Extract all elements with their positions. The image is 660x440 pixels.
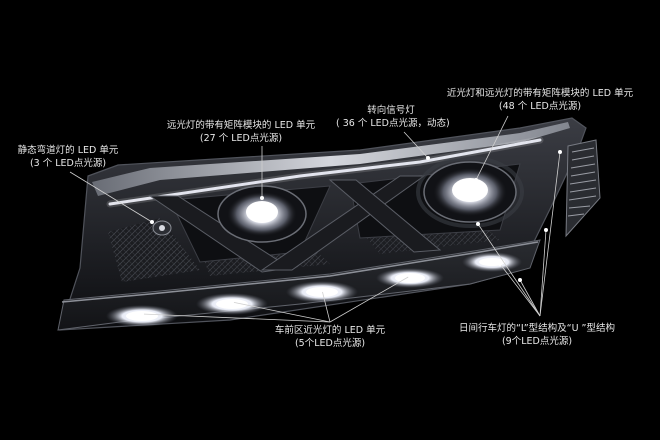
high-beam-projector-left bbox=[217, 185, 307, 243]
label-high-beam-matrix-title: 远光灯的带有矩阵模块的 LED 单元 bbox=[166, 120, 316, 131]
label-low-high-matrix-count: (48 个 LED点光源) bbox=[498, 101, 582, 112]
side-fins bbox=[565, 139, 601, 238]
mesh-reflector-left bbox=[108, 218, 200, 282]
label-low-high-matrix-title: 近光灯和远光灯的带有矩阵模块的 LED 单元 bbox=[446, 88, 634, 99]
low-high-beam-projector-right bbox=[416, 156, 524, 228]
label-front-low-beam-count: (5个LED点光源) bbox=[294, 338, 366, 349]
label-high-beam-matrix: 远光灯的带有矩阵模块的 LED 单元 (27 个 LED点光源) bbox=[166, 119, 316, 145]
label-low-high-matrix: 近光灯和远光灯的带有矩阵模块的 LED 单元 (48 个 LED点光源) bbox=[440, 87, 640, 113]
turn-signal-strip bbox=[108, 138, 542, 206]
label-front-low-beam: 车前区近光灯的 LED 单元 (5个LED点光源) bbox=[250, 324, 410, 350]
label-high-beam-matrix-count: (27 个 LED点光源) bbox=[199, 133, 283, 144]
label-drl-count: (9个LED点光源) bbox=[501, 336, 573, 347]
label-drl: 日间行车灯的“L”型结构及“U ”型结构 (9个LED点光源) bbox=[452, 322, 622, 348]
label-static-cornering-title: 静态弯道灯的 LED 单元 bbox=[17, 145, 119, 156]
label-front-low-beam-title: 车前区近光灯的 LED 单元 bbox=[274, 325, 386, 336]
label-static-cornering-count: (3 个 LED点光源) bbox=[29, 158, 107, 169]
chrome-trim bbox=[92, 122, 570, 196]
label-static-cornering: 静态弯道灯的 LED 单元 (3 个 LED点光源) bbox=[8, 144, 128, 170]
label-turn-signal-title: 转向信号灯 bbox=[367, 105, 415, 116]
label-turn-signal-count: ( 36 个 LED点光源，动态) bbox=[336, 118, 450, 129]
leader-lines bbox=[69, 115, 562, 323]
label-turn-signal: 转向信号灯 ( 36 个 LED点光源，动态) bbox=[336, 104, 450, 130]
label-drl-title: 日间行车灯的“L”型结构及“U ”型结构 bbox=[459, 323, 615, 334]
